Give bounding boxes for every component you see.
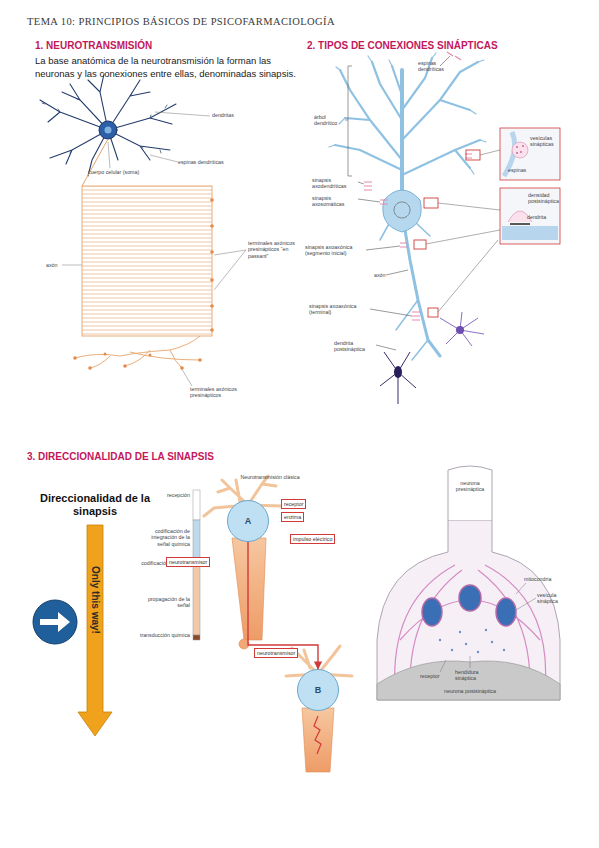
stage-label: propagación de la señal	[138, 596, 190, 609]
callout-box: receptor	[281, 499, 306, 509]
part-label: dendritas	[212, 112, 272, 118]
neuron-b	[286, 646, 352, 772]
part-label: espinas	[508, 167, 538, 173]
figure-title: Direccionalidad de la sinapsis	[35, 492, 155, 518]
leader-lines	[440, 583, 536, 672]
part-label: vesícula sináptica	[537, 592, 573, 605]
part-label: sinapsis axoaxónica (segmento inicial)	[305, 244, 367, 257]
body-text: La base anatómica de la neurotransmisión…	[35, 55, 307, 81]
figure-title: Neurotransmisión clásica	[220, 474, 320, 480]
part-label: terminales axónicos presinápticos “en pa…	[248, 240, 300, 259]
part-label: vesículas sinápticas	[530, 135, 560, 148]
stage-label: codificación de integración de la señal …	[138, 528, 190, 547]
part-label: neurona postsináptica	[440, 688, 500, 694]
pyramidal-neuron	[329, 53, 486, 360]
callout-text: neurotransmisor	[257, 650, 295, 656]
section-heading: 3. DIRECCIONALIDAD DE LA SINAPSIS	[27, 451, 327, 463]
callout-arrows	[426, 150, 500, 312]
stage-label: recepción	[138, 492, 190, 498]
part-label: receptor	[420, 673, 450, 679]
arrow-text: Only this way!	[89, 545, 101, 655]
part-label: espinas dendríticas	[178, 159, 248, 165]
neuron-letter: B	[315, 685, 322, 695]
callout-box: impulso eléctrico	[290, 534, 335, 544]
inset-panels	[500, 128, 560, 244]
callout-text: neurotransmisor	[169, 559, 207, 565]
callout-box: neurotransmisor	[254, 648, 298, 658]
neuron-letter: A	[245, 516, 252, 526]
callout-text: enzima	[284, 514, 301, 520]
direction-arrow	[78, 525, 112, 736]
synapse-marks	[364, 52, 472, 320]
direction-sign	[33, 600, 77, 644]
part-label: espinas dendríticas	[418, 60, 460, 73]
part-label: sinapsis axoaxónica (terminal)	[309, 303, 371, 316]
section-heading: 1. NEUROTRANSMISIÓN	[35, 40, 295, 52]
part-label: sinapsis axosomáticas	[312, 195, 360, 208]
callout-text: receptor	[284, 501, 303, 507]
soma	[99, 121, 117, 139]
part-label: axón	[374, 272, 392, 278]
bracket	[345, 56, 450, 350]
section-heading: 2. TIPOS DE CONEXIONES SINÁPTICAS	[307, 40, 592, 52]
part-label: dendrita	[527, 214, 559, 220]
signal-arrow	[248, 542, 318, 669]
neuron-circle: A	[227, 500, 269, 542]
page-title: TEMA 10: PRINCIPIOS BÁSICOS DE PSICOFARM…	[27, 16, 335, 29]
neuron-circle: B	[297, 669, 339, 711]
part-label: neurona presináptica	[448, 480, 492, 493]
callout-box: neurotransmisor	[166, 557, 210, 567]
part-label: cuerpo celular (soma)	[88, 169, 168, 175]
small-neurons	[380, 312, 484, 404]
synapse-terminal	[377, 466, 560, 700]
part-label: terminales axónicos presinápticos	[190, 386, 262, 399]
axon-drawing	[73, 139, 214, 370]
callout-text: impulso eléctrico	[293, 536, 332, 542]
part-label: sinapsis axodendríticas	[312, 177, 360, 190]
leader-lines	[62, 112, 246, 386]
part-label: dendrita postsináptica	[334, 340, 378, 353]
stage-label: transducción química	[138, 632, 190, 638]
callout-frames	[414, 150, 480, 317]
part-label: hendidura sináptica	[455, 669, 499, 682]
part-label: axón	[46, 262, 66, 268]
part-label: mitocondria	[524, 576, 564, 582]
part-label: árbol dendrítico	[314, 114, 347, 127]
callout-box: enzima	[281, 512, 304, 522]
neuron-drawing	[40, 74, 176, 176]
part-label: densidad postsináptica	[528, 192, 560, 205]
